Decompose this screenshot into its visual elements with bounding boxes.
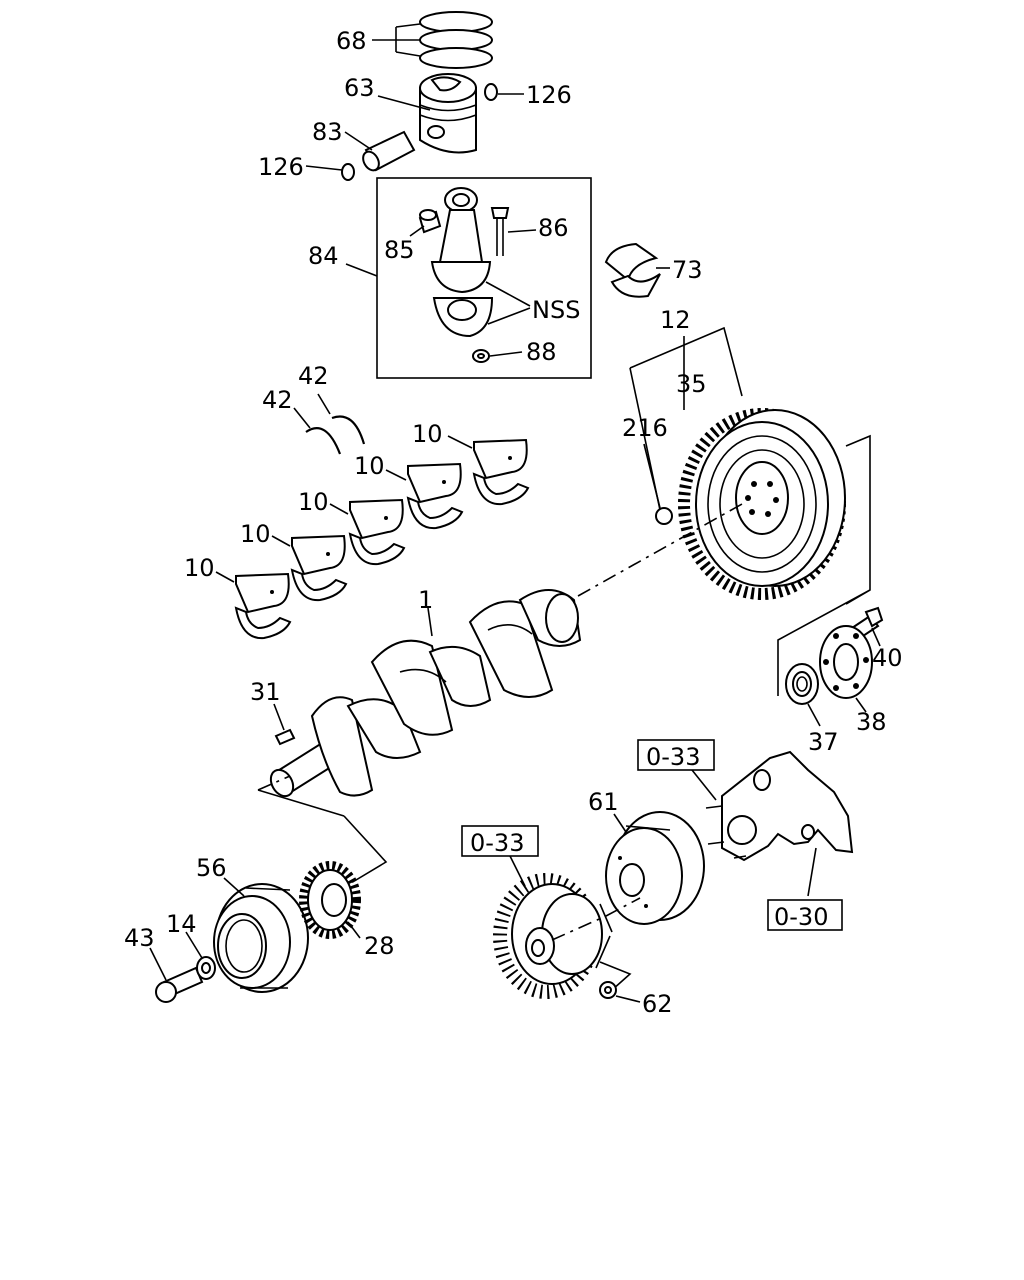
main-bearing [290,534,348,602]
flywheel [678,408,846,600]
callout-216: 216 [622,414,668,442]
rod-bolt [490,207,510,256]
callout-42-left: 42 [262,386,293,414]
callout-12: 12 [660,306,691,334]
callout-0-33-upper: 0-33 [646,743,700,771]
crank-pulley [213,883,309,993]
main-bearing [348,498,406,566]
callout-68: 68 [336,27,367,55]
callout-126-upper: 126 [526,81,572,109]
callout-85: 85 [384,236,415,264]
callout-61: 61 [588,788,619,816]
callout-10-4: 10 [240,520,271,548]
piston-rings [419,11,493,69]
circlip [341,163,355,181]
callout-10-3: 10 [298,488,329,516]
callout-28: 28 [364,932,395,960]
callout-42-top: 42 [298,362,329,390]
pilot-bearing [655,507,673,525]
crank-gear [299,861,361,939]
callout-62: 62 [642,990,673,1018]
callout-31: 31 [250,678,281,706]
callout-84: 84 [308,242,339,270]
piston [419,73,477,154]
callout-10-1: 10 [412,420,443,448]
callout-63: 63 [344,74,375,102]
callout-35: 35 [676,370,707,398]
callout-nss: NSS [532,296,580,324]
callout-56: 56 [196,854,227,882]
callout-88: 88 [526,338,557,366]
callout-0-30: 0-30 [774,903,828,931]
reference-box [461,825,539,857]
fan-clutch [493,873,613,999]
circlip [484,83,498,101]
callout-38: 38 [856,708,887,736]
callout-10-2: 10 [354,452,385,480]
callout-43: 43 [124,924,155,952]
callout-86: 86 [538,214,569,242]
callout-37: 37 [808,728,839,756]
callout-83: 83 [312,118,343,146]
rod-nut [472,349,490,363]
pulley-bolt [155,966,204,1003]
woodruff-key [274,728,296,746]
thrust-washer [305,415,366,455]
callout-10-5: 10 [184,554,215,582]
reference-box [767,899,843,931]
callout-73: 73 [672,256,703,284]
piston-pin [362,130,416,172]
fan-nut [599,981,617,999]
rod-bearing [604,242,661,298]
main-bearing [472,438,530,506]
callout-40: 40 [872,644,903,672]
connecting-rod [418,187,494,338]
callout-14: 14 [166,910,197,938]
callout-0-33-lower: 0-33 [470,829,524,857]
crankshaft [269,589,582,798]
reference-box [637,739,715,771]
water-pump [705,750,854,862]
callout-1: 1 [418,586,433,614]
main-bearing [234,572,292,640]
retainer-plate [819,625,873,699]
washer [196,956,216,980]
main-bearing [406,462,464,530]
callout-126-lower: 126 [258,153,304,181]
fan-pulley [605,811,705,925]
oil-seal [785,663,819,705]
